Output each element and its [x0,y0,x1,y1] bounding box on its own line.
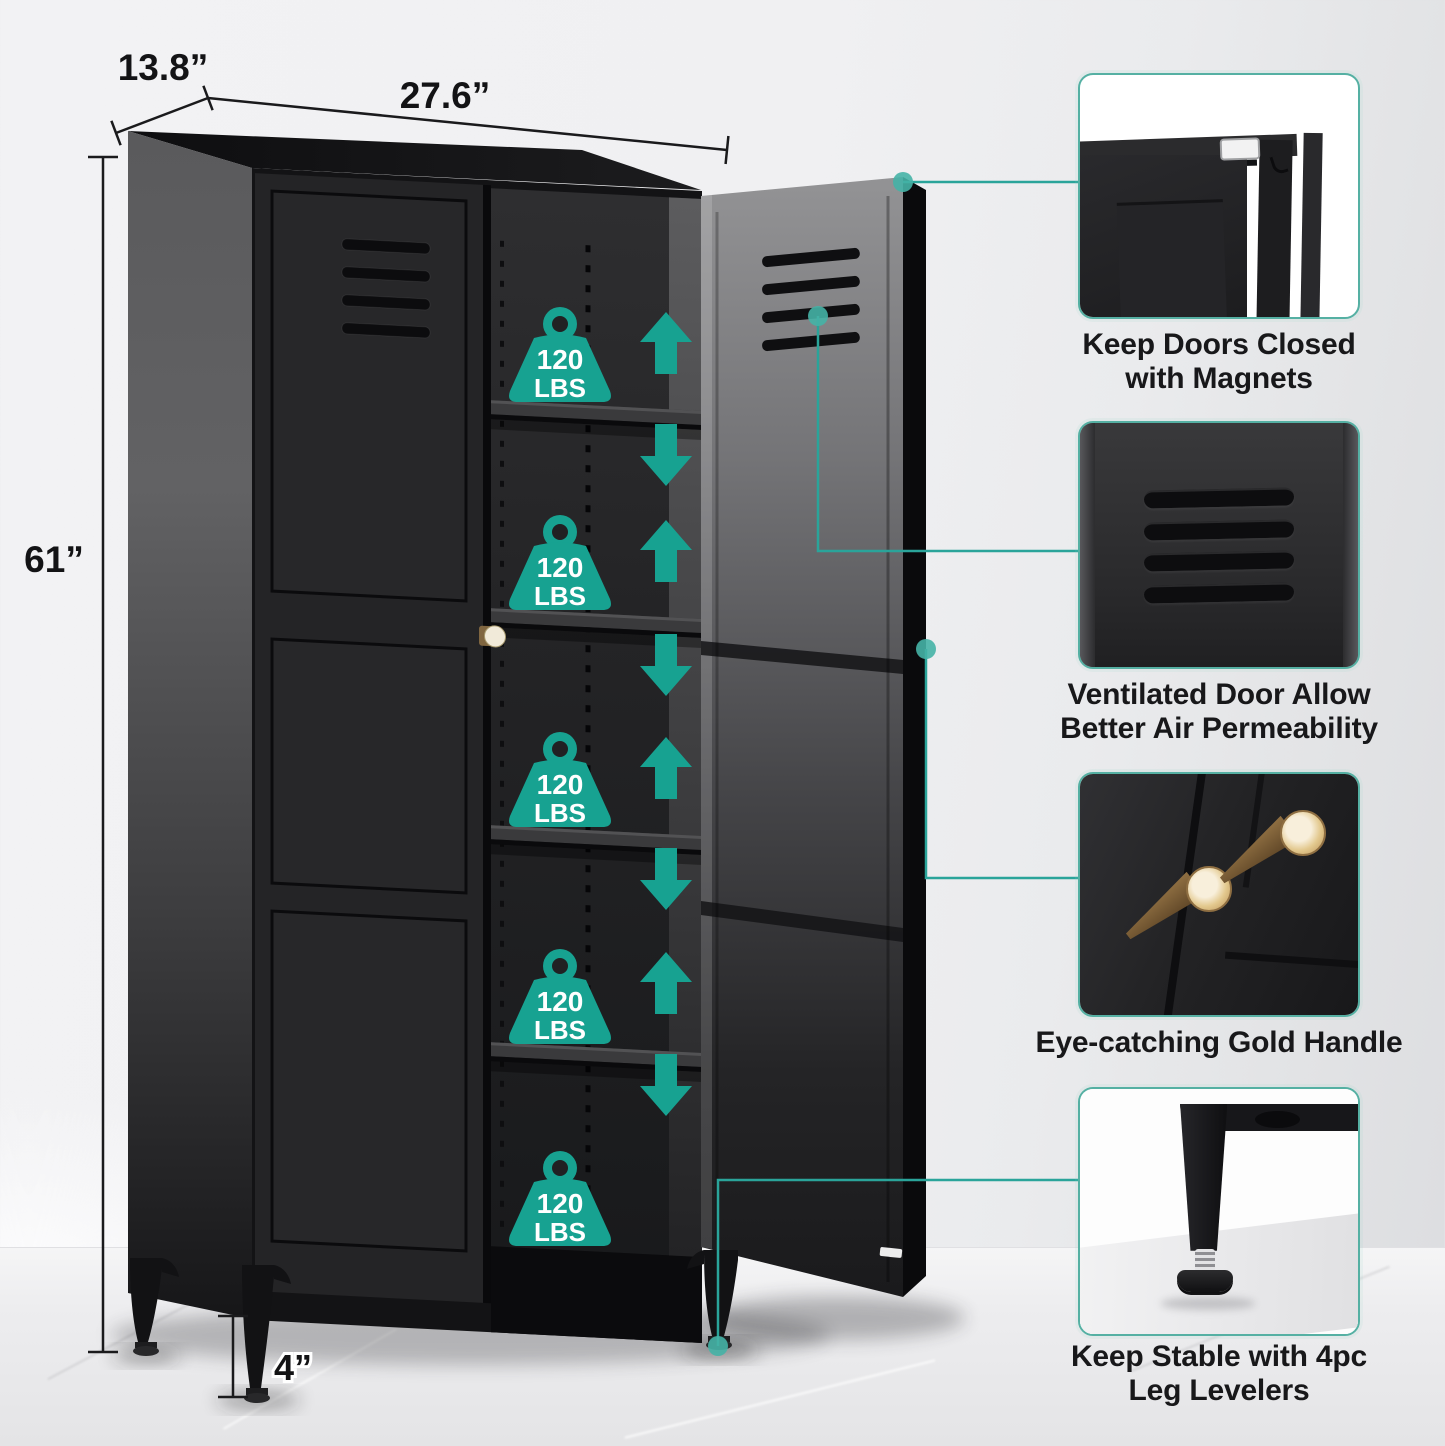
left-door-lower-panel [270,909,468,1253]
caption-line: Ventilated Door Allow [1067,678,1371,711]
gold-handle-knob [479,625,506,648]
vent-slot-icon [1143,519,1295,541]
callout-caption-handles: Eye-catching Gold Handle [1033,1026,1405,1060]
cabinet-top-face [128,131,701,190]
arrow-down-icon [640,848,692,910]
cabinet-front [252,168,702,1344]
caption-line: Keep Doors Closed [1082,328,1356,361]
callout-card-magnets [1078,73,1360,319]
vent-closeup-door [1080,423,1358,667]
caption-line: with Magnets [1125,362,1313,395]
gold-handle-face [1185,865,1232,912]
depth-dimension-label: 13.8” [118,47,209,88]
shelf-adjust-arrows [640,312,692,1116]
dimension-lines [88,85,730,1399]
leg-height-dimension-label: 4” [274,1347,312,1388]
weight-badge-icon: 120 LBS [509,1151,611,1247]
caption-line: Leg Levelers [1128,1374,1310,1407]
badge-unit: LBS [534,1015,586,1045]
callout-card-vents [1078,421,1360,669]
door-magnet-plate [879,1247,903,1258]
badge-value: 120 [537,769,584,800]
callout-leader-lines [716,180,1078,1346]
callout-caption-leg-levelers: Keep Stable with 4pc Leg Levelers [1033,1340,1405,1408]
magnet-closeup-door-panel [1116,199,1227,317]
width-dimension-label: 27.6” [400,75,491,116]
arrow-up-icon [640,737,692,799]
arrow-down-icon [640,424,692,486]
weight-badge-icon: 120 LBS [509,307,611,403]
left-door-vent-icon [341,238,431,339]
height-dimension-label: 61” [24,539,84,580]
leader-line-leg [716,1178,1078,1346]
magnet-closeup-jamb-edge [1300,132,1324,317]
leg-closeup-curve [1227,1130,1284,1187]
cabinet-interior [491,188,702,1344]
callout-anchor-dots [708,172,936,1356]
dimension-labels: 13.8” 27.6” 61” 4” [24,47,491,1391]
vent-slot-icon [1143,487,1295,509]
weight-badge-icon: 120 LBS [509,949,611,1045]
vent-slot-icon [1143,582,1295,604]
storage-cabinet [128,131,926,1403]
leveler-foot-icon [1177,1270,1233,1293]
arrow-down-icon [640,1054,692,1116]
leg-closeup-shadow [1160,1297,1256,1310]
callout-card-handles [1078,772,1360,1017]
arrow-up-icon [640,520,692,582]
vent-closeup-edge [1080,423,1096,667]
callout-card-leg-levelers [1078,1087,1360,1336]
dimension-depth-line [115,96,209,135]
badge-unit: LBS [534,373,586,403]
weight-badge-icon: 120 LBS [509,515,611,611]
badge-value: 120 [537,986,584,1017]
leveler-screw-icon [1195,1249,1215,1274]
dimension-width-line [207,96,728,152]
caption-line: Keep Stable with 4pc [1070,1340,1368,1373]
badge-unit: LBS [534,581,586,611]
leader-line-vent [816,316,1078,553]
caption-line: Eye-catching Gold Handle [1035,1026,1403,1059]
gold-handle-face [1280,810,1327,857]
left-door-upper-panel [270,189,468,603]
arrow-down-icon [640,634,692,696]
magnet-icon [1220,137,1261,161]
vent-closeup-edge [1342,423,1358,667]
shelf-capacity-badges: 120 LBS 120 LBS 120 LBS 120 LBS 120 LBS [509,307,611,1247]
badge-value: 120 [537,552,584,583]
arrow-up-icon [640,312,692,374]
leg-closeup-hole [1255,1111,1300,1129]
arrow-up-icon [640,952,692,1014]
callout-caption-magnets: Keep Doors Closed with Magnets [1033,328,1405,396]
weight-badge-icon: 120 LBS [509,732,611,828]
badge-value: 120 [537,344,584,375]
right-door-open [701,177,926,1297]
caption-line: Better Air Permeability [1060,712,1378,745]
badge-unit: LBS [534,1217,586,1247]
vent-slot-icon [1143,550,1295,572]
cabinet-left-side [128,131,252,1319]
open-door-vent-icon [762,247,860,352]
adjustable-shelves [491,400,702,1083]
left-door-mid-panel [270,637,468,895]
badge-value: 120 [537,1188,584,1219]
badge-unit: LBS [534,798,586,828]
callout-caption-vents: Ventilated Door Allow Better Air Permeab… [1033,678,1405,746]
leader-line-handle [924,649,1078,880]
door-edge [903,177,926,1297]
